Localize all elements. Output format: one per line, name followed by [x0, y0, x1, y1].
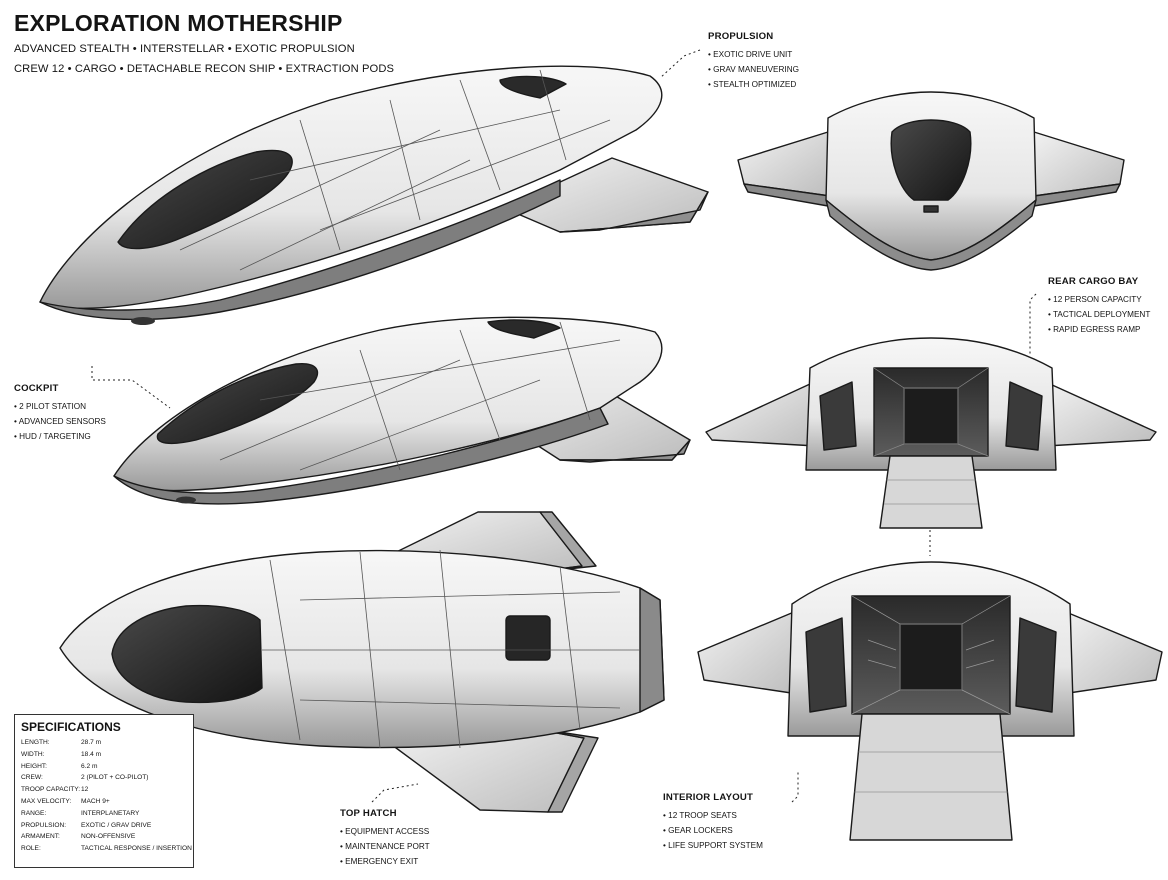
- spec-value: EXOTIC / GRAV DRIVE: [81, 821, 152, 829]
- spec-value: 12: [81, 786, 89, 794]
- spec-value: TACTICAL RESPONSE / INSERTION: [81, 845, 192, 853]
- subtitle-features: ADVANCED STEALTH • INTERSTELLAR • EXOTIC…: [14, 43, 355, 55]
- callout-top-hatch: TOP HATCH • EQUIPMENT ACCESS • MAINTENAN…: [340, 808, 430, 869]
- spec-label: LENGTH:: [21, 739, 50, 746]
- spec-row: CREW: 2 (PILOT + CO-PILOT): [21, 772, 192, 784]
- callout-propulsion-item: • STEALTH OPTIMIZED: [708, 80, 797, 89]
- callout-rear-cargo-bay-title: REAR CARGO BAY: [1048, 276, 1139, 287]
- spec-value: MACH 9+: [81, 797, 110, 805]
- spec-label: HEIGHT:: [21, 762, 48, 770]
- callout-interior-layout-title: INTERIOR LAYOUT: [663, 792, 754, 803]
- callout-propulsion-item: • EXOTIC DRIVE UNIT: [708, 50, 793, 59]
- callout-cockpit-item: • 2 PILOT STATION: [14, 402, 87, 411]
- callout-top-hatch-title: TOP HATCH: [340, 808, 397, 819]
- callout-rear-cargo-bay-item: • RAPID EGRESS RAMP: [1048, 325, 1141, 334]
- spec-row: PROPULSION: EXOTIC / GRAV DRIVE: [21, 820, 192, 832]
- interior-view: [697, 561, 1163, 841]
- callout-interior-layout-item: • GEAR LOCKERS: [663, 826, 733, 835]
- subtitle-capabilities: CREW 12 • CARGO • DETACHABLE RECON SHIP …: [14, 63, 395, 75]
- spec-row: HEIGHT: 6.2 m: [21, 761, 192, 773]
- spec-label: ROLE:: [21, 845, 41, 853]
- specifications-table: LENGTH:28.7 m WIDTH:18.4 m HEIGHT:6.2 m …: [21, 737, 192, 855]
- top-view: [59, 511, 665, 813]
- page-title: EXPLORATION MOTHERSHIP: [14, 10, 343, 36]
- spec-value: NON-OFFENSIVE: [81, 833, 136, 841]
- spec-label: TROOP CAPACITY:: [21, 786, 81, 794]
- spec-row: RANGE: INTERPLANETARY: [21, 808, 192, 820]
- front-view: [737, 91, 1125, 271]
- specifications-panel: SPECIFICATIONS LENGTH: 28.7 m WIDTH: 18.4 …: [14, 714, 194, 868]
- specifications-title: SPECIFICATIONS: [21, 720, 121, 734]
- callout-cockpit-item: • HUD / TARGETING: [14, 432, 91, 441]
- spec-label: WIDTH:: [21, 750, 45, 758]
- perspective-view-large: [39, 65, 709, 325]
- leader-lines: [91, 49, 1037, 803]
- callout-top-hatch-item: • EMERGENCY EXIT: [340, 857, 419, 866]
- spec-row: TROOP CAPACITY:12: [21, 784, 192, 796]
- spec-label: PROPULSION:: [21, 821, 67, 829]
- callout-cockpit: COCKPIT • 2 PILOT STATION • ADVANCED SEN…: [14, 383, 106, 444]
- spec-value: 18.4 m: [81, 750, 102, 758]
- perspective-view-side: [113, 316, 691, 505]
- callout-propulsion: PROPULSION • EXOTIC DRIVE UNIT • GRAV MA…: [708, 31, 799, 92]
- spec-value: INTERPLANETARY: [81, 809, 140, 817]
- spec-value: 2 (PILOT + CO-PILOT): [81, 774, 149, 782]
- spec-row: ARMAMENT: NON-OFFENSIVE: [21, 831, 192, 843]
- callout-rear-cargo-bay-item: • TACTICAL DEPLOYMENT: [1048, 310, 1151, 319]
- callout-top-hatch-item: • MAINTENANCE PORT: [340, 842, 430, 851]
- spec-value: 6.2 m: [81, 762, 98, 770]
- callout-cockpit-title: COCKPIT: [14, 383, 59, 394]
- callout-interior-layout: INTERIOR LAYOUT • 12 TROOP SEATS • GEAR …: [663, 792, 763, 853]
- spec-row: ROLE: TACTICAL RESPONSE / INSERTION: [21, 843, 192, 855]
- spec-row: MAX VELOCITY: MACH 9+: [21, 796, 192, 808]
- callout-interior-layout-item: • LIFE SUPPORT SYSTEM: [663, 841, 763, 850]
- spec-row: LENGTH: 28.7 m: [21, 737, 192, 749]
- callout-propulsion-title: PROPULSION: [708, 31, 774, 42]
- callout-top-hatch-item: • EQUIPMENT ACCESS: [340, 827, 430, 836]
- rear-view: [705, 337, 1157, 529]
- spec-label: RANGE:: [21, 809, 47, 817]
- spec-label: CREW:: [21, 774, 43, 782]
- spec-label: MAX VELOCITY:: [21, 797, 72, 805]
- spec-value: 28.7 m: [81, 739, 102, 746]
- callout-rear-cargo-bay: REAR CARGO BAY • 12 PERSON CAPACITY • TA…: [1048, 276, 1150, 337]
- spec-label: ARMAMENT:: [21, 833, 60, 841]
- callout-cockpit-item: • ADVANCED SENSORS: [14, 417, 106, 426]
- spec-row: WIDTH: 18.4 m: [21, 749, 192, 761]
- callout-rear-cargo-bay-item: • 12 PERSON CAPACITY: [1048, 295, 1142, 304]
- callout-interior-layout-item: • 12 TROOP SEATS: [663, 811, 737, 820]
- callout-propulsion-item: • GRAV MANEUVERING: [708, 65, 799, 74]
